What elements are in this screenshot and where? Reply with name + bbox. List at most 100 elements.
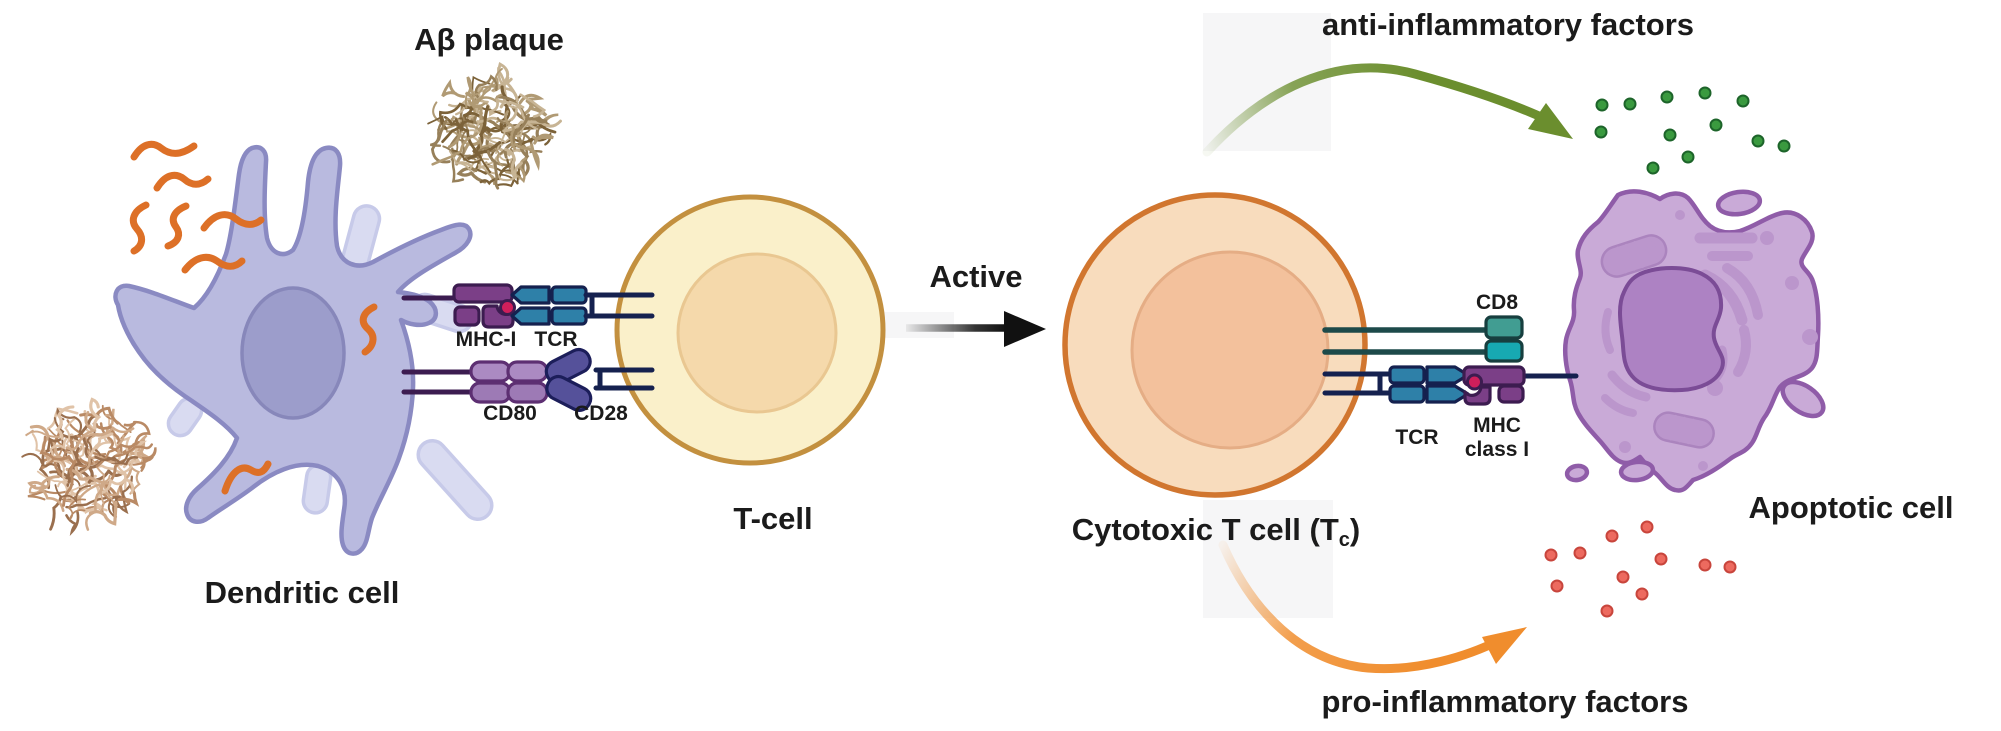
plaque-strand xyxy=(65,510,80,536)
plaque-strand xyxy=(518,138,530,179)
mhc-class1-label-line2: class I xyxy=(1465,438,1529,461)
plaque-strand xyxy=(66,419,107,456)
plaque-strand xyxy=(456,166,487,184)
plaque-strand xyxy=(65,467,109,485)
tcr-mhc-complex-right xyxy=(1322,365,1579,406)
apoptotic-blebs xyxy=(1564,189,1826,483)
plaque-strand xyxy=(53,460,69,488)
factor-dot xyxy=(1600,604,1614,618)
cd80-molecule xyxy=(469,360,512,383)
mitochondrion-icon xyxy=(1653,411,1715,449)
dendritic-cell-label: Dendritic cell xyxy=(205,575,400,610)
fibril-icon xyxy=(153,171,212,192)
pro-inflammatory-arrowhead-icon xyxy=(1482,627,1527,664)
plaque-strand xyxy=(91,458,116,507)
tcr-molecule xyxy=(1388,365,1426,385)
cytotoxic-t-cell-label: Cytotoxic T cell (Tc) xyxy=(1072,512,1360,551)
cd80-cd28-complex xyxy=(401,347,655,412)
plaque-strand xyxy=(27,475,60,490)
factor-dot xyxy=(1660,90,1674,104)
tcr-left-label: TCR xyxy=(534,328,577,351)
plaque-strand xyxy=(512,131,552,148)
mitochondrion-icon xyxy=(1600,234,1668,278)
plaque-strand xyxy=(48,428,65,461)
fibril-icon xyxy=(129,201,150,255)
plaque-strand xyxy=(476,105,490,150)
plaque-strand xyxy=(94,455,139,466)
plaque-strand xyxy=(25,429,61,438)
active-label: Active xyxy=(929,259,1022,294)
amyloid-fibrils xyxy=(129,140,265,274)
plaque-strand xyxy=(518,93,545,116)
apoptotic-cell-organelles xyxy=(1600,210,1818,471)
fibril-icon xyxy=(164,202,190,250)
plaque-strand xyxy=(474,74,498,99)
t-cell-label: T-cell xyxy=(733,501,812,536)
plaque-strand xyxy=(46,407,79,430)
tcr-molecule xyxy=(510,285,551,305)
mhc-class1-label-line1: MHC xyxy=(1473,414,1521,437)
dendritic-cell-nucleus xyxy=(240,286,346,420)
cd28-molecule xyxy=(544,347,592,385)
factor-dot xyxy=(1623,97,1637,111)
plaque-strand xyxy=(431,136,471,166)
factor-dot xyxy=(1751,134,1765,148)
plaque-strand xyxy=(523,113,559,128)
anti-inflammatory-arrowhead-icon xyxy=(1528,103,1573,139)
plaque-strand xyxy=(89,397,102,430)
factor-dot xyxy=(1616,570,1630,584)
plaque-strand xyxy=(504,147,523,180)
amyloid-plaque-top-icon xyxy=(427,62,562,190)
mhc1-molecule xyxy=(452,283,514,304)
plaque-strand xyxy=(504,110,517,150)
plaque-strand xyxy=(54,484,92,504)
plaque-strand xyxy=(132,455,154,469)
plaque-strand xyxy=(525,99,548,117)
antigen-peptide-icon xyxy=(1466,373,1483,391)
plaque-strand xyxy=(437,101,488,132)
plaque-strand xyxy=(99,474,111,514)
plaque-strand xyxy=(464,83,497,109)
mhc1-tcr-complex xyxy=(401,283,655,329)
plaque-strand xyxy=(454,118,482,159)
cd8-receptor xyxy=(1322,315,1524,363)
dendritic-cell xyxy=(113,145,494,556)
factor-dot xyxy=(1646,161,1660,175)
plaque-strand xyxy=(525,115,548,124)
plaque-strand xyxy=(88,432,114,458)
pro-inflammatory-label: pro-inflammatory factors xyxy=(1322,684,1689,719)
mhc-class1-claw xyxy=(1463,385,1492,406)
factor-dot xyxy=(1698,558,1712,572)
plaque-strand xyxy=(38,476,65,512)
factor-dot xyxy=(1573,546,1587,560)
factor-dot xyxy=(1709,118,1723,132)
factor-dot xyxy=(1605,529,1619,543)
plaque-strand xyxy=(478,136,504,167)
mhc1-label: MHC-I xyxy=(456,328,517,351)
t-cell xyxy=(614,194,886,466)
plaque-strand xyxy=(430,118,451,164)
plaque-strand xyxy=(531,133,554,145)
factor-dot xyxy=(1723,560,1737,574)
plaque-strand xyxy=(122,420,151,454)
factor-dot xyxy=(1654,552,1668,566)
factor-dot xyxy=(1663,128,1677,142)
plaque-strand xyxy=(486,149,500,190)
plaque-strand xyxy=(499,85,510,134)
plaque-strand xyxy=(479,164,510,186)
plaque-strand xyxy=(466,76,476,113)
plaque-strand xyxy=(84,426,135,438)
factor-dot xyxy=(1640,520,1654,534)
anti-inflammatory-factor-dots xyxy=(1594,86,1791,175)
plaque-strand xyxy=(506,102,539,131)
apoptotic-cell-label: Apoptotic cell xyxy=(1749,490,1954,525)
amyloid-plaque-bottom-icon xyxy=(21,397,157,536)
plaque-strand xyxy=(461,116,469,158)
plaque-strand xyxy=(448,104,464,149)
fibril-icon xyxy=(200,211,265,232)
cd80-label: CD80 xyxy=(483,402,537,425)
plaque-strand xyxy=(64,416,77,463)
factor-dot xyxy=(1777,139,1791,153)
plaque-strand xyxy=(79,406,120,425)
pro-inflammatory-arrow xyxy=(1218,540,1527,674)
